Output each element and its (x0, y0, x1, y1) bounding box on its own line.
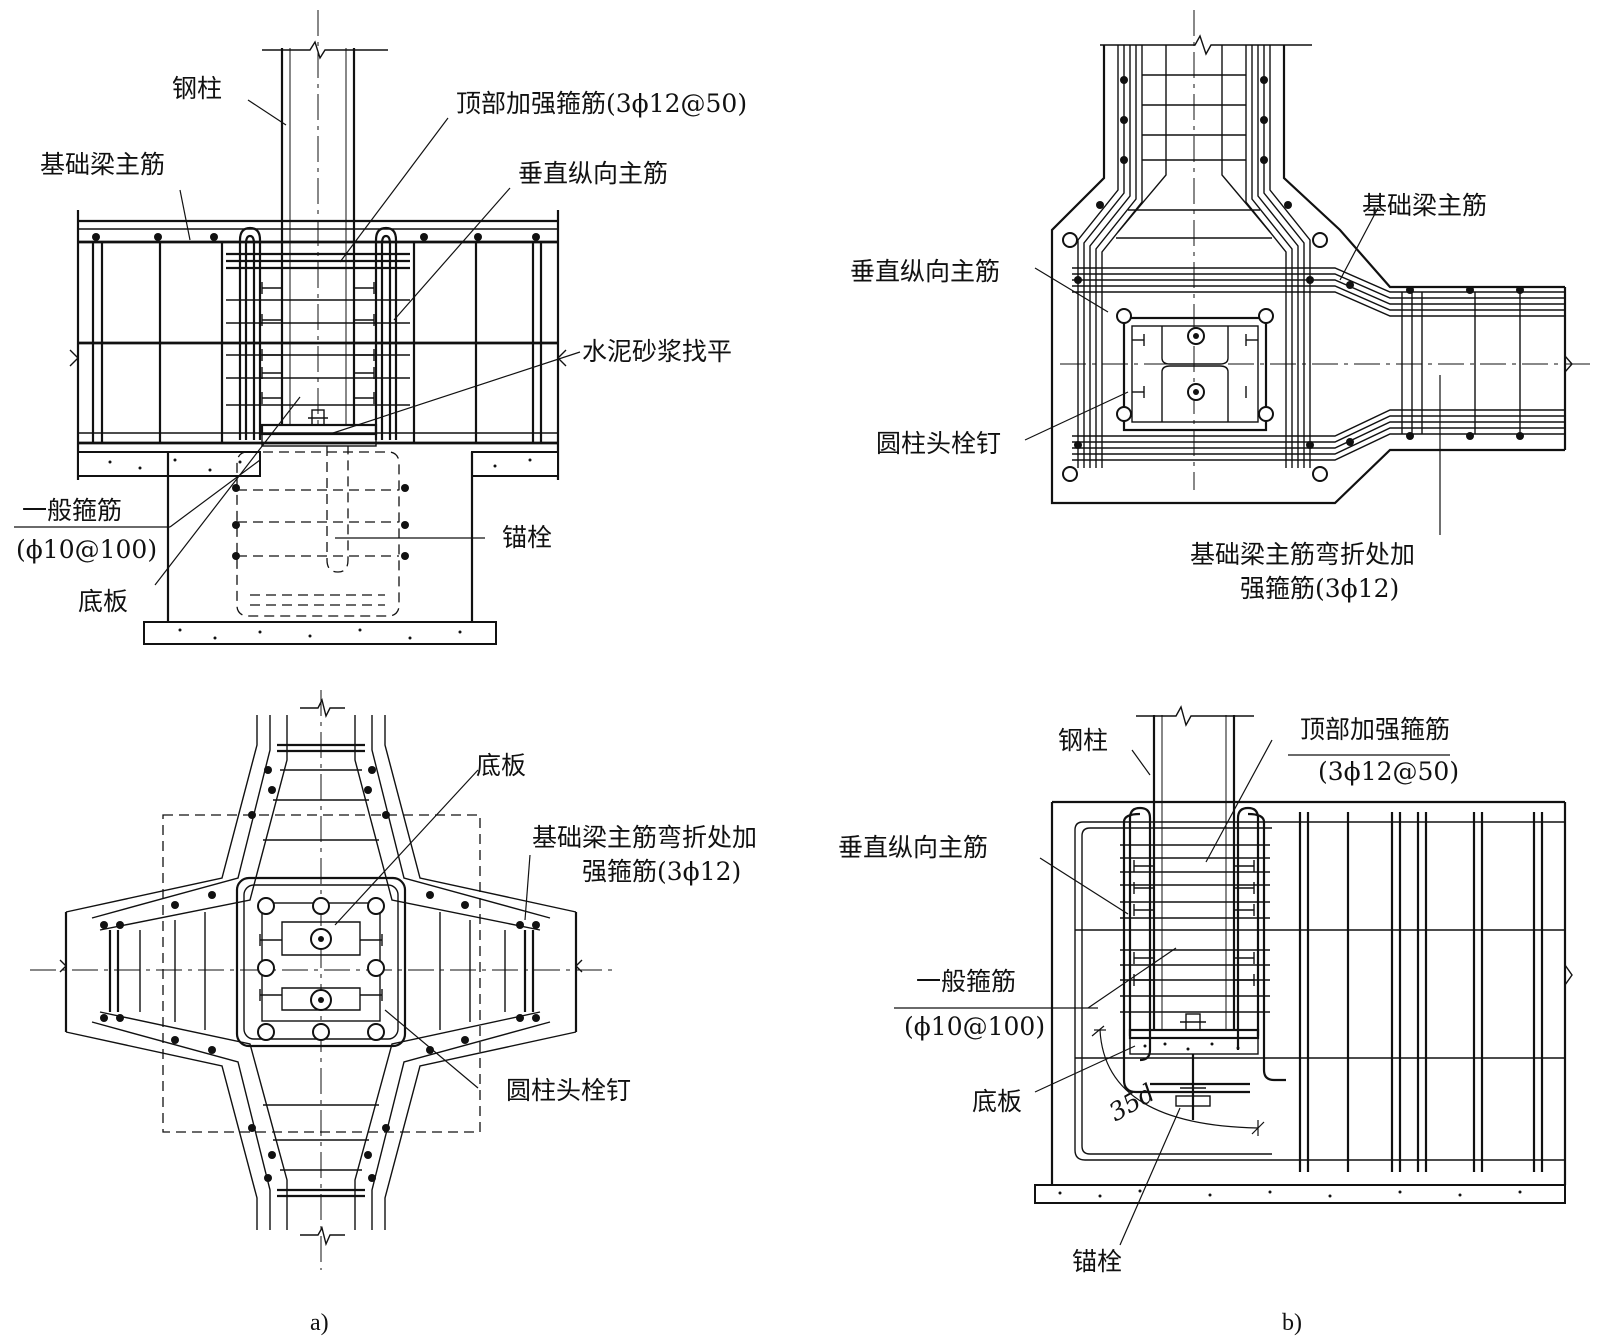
label-b-baseplate: 底板 (972, 1087, 1022, 1116)
label-a-stirrup-spec: (ϕ10@100) (16, 535, 157, 564)
panel-a-elevation (14, 10, 581, 645)
label-b-anchorage-length: 35d (1104, 1078, 1160, 1127)
label-a-plan-bend-stirrup-1: 基础梁主筋弯折处加 (532, 823, 757, 852)
label-b-stirrup: 一般箍筋 (916, 967, 1016, 996)
label-b-vertical-rebar-elev: 垂直纵向主筋 (838, 833, 988, 862)
panel-b-elevation (894, 705, 1573, 1246)
label-b-steel-column: 钢柱 (1058, 726, 1108, 755)
label-a-beam-main: 基础梁主筋 (40, 150, 165, 179)
labels: 钢柱 顶部加强箍筋(3ϕ12@50) 基础梁主筋 垂直纵向主筋 水泥砂浆找平 一… (16, 74, 1487, 1336)
label-a-top-stirrup: 顶部加强箍筋(3ϕ12@50) (456, 89, 747, 118)
label-b-beam-main: 基础梁主筋 (1362, 191, 1487, 220)
label-a-plan-bend-stirrup-2: 强箍筋(3ϕ12) (582, 857, 741, 886)
label-a-mortar: 水泥砂浆找平 (582, 337, 732, 366)
label-b-stirrup-spec: (ϕ10@100) (904, 1012, 1045, 1041)
caption-a: a) (310, 1310, 329, 1336)
label-a-vertical-rebar: 垂直纵向主筋 (518, 159, 668, 188)
label-a-stirrup: 一般箍筋 (22, 496, 122, 525)
label-b-stud: 圆柱头栓钉 (876, 429, 1001, 458)
panel-b-plan (1024, 10, 1590, 535)
label-b-top-stirrup: 顶部加强箍筋 (1300, 715, 1450, 744)
label-a-plan-baseplate: 底板 (476, 751, 526, 780)
label-a-anchor: 锚栓 (502, 523, 552, 552)
panel-a-plan (30, 690, 612, 1270)
label-a-plan-stud: 圆柱头栓钉 (506, 1076, 631, 1105)
label-a-baseplate: 底板 (78, 587, 128, 616)
caption-b: b) (1282, 1310, 1302, 1336)
label-b-top-stirrup-spec: (3ϕ12@50) (1318, 757, 1459, 786)
label-b-bend-stirrup-2: 强箍筋(3ϕ12) (1240, 574, 1399, 603)
label-b-anchor: 锚栓 (1072, 1247, 1122, 1276)
label-b-bend-stirrup-1: 基础梁主筋弯折处加 (1190, 540, 1415, 569)
label-a-steel-column: 钢柱 (172, 74, 222, 103)
label-b-vertical-rebar: 垂直纵向主筋 (850, 257, 1000, 286)
